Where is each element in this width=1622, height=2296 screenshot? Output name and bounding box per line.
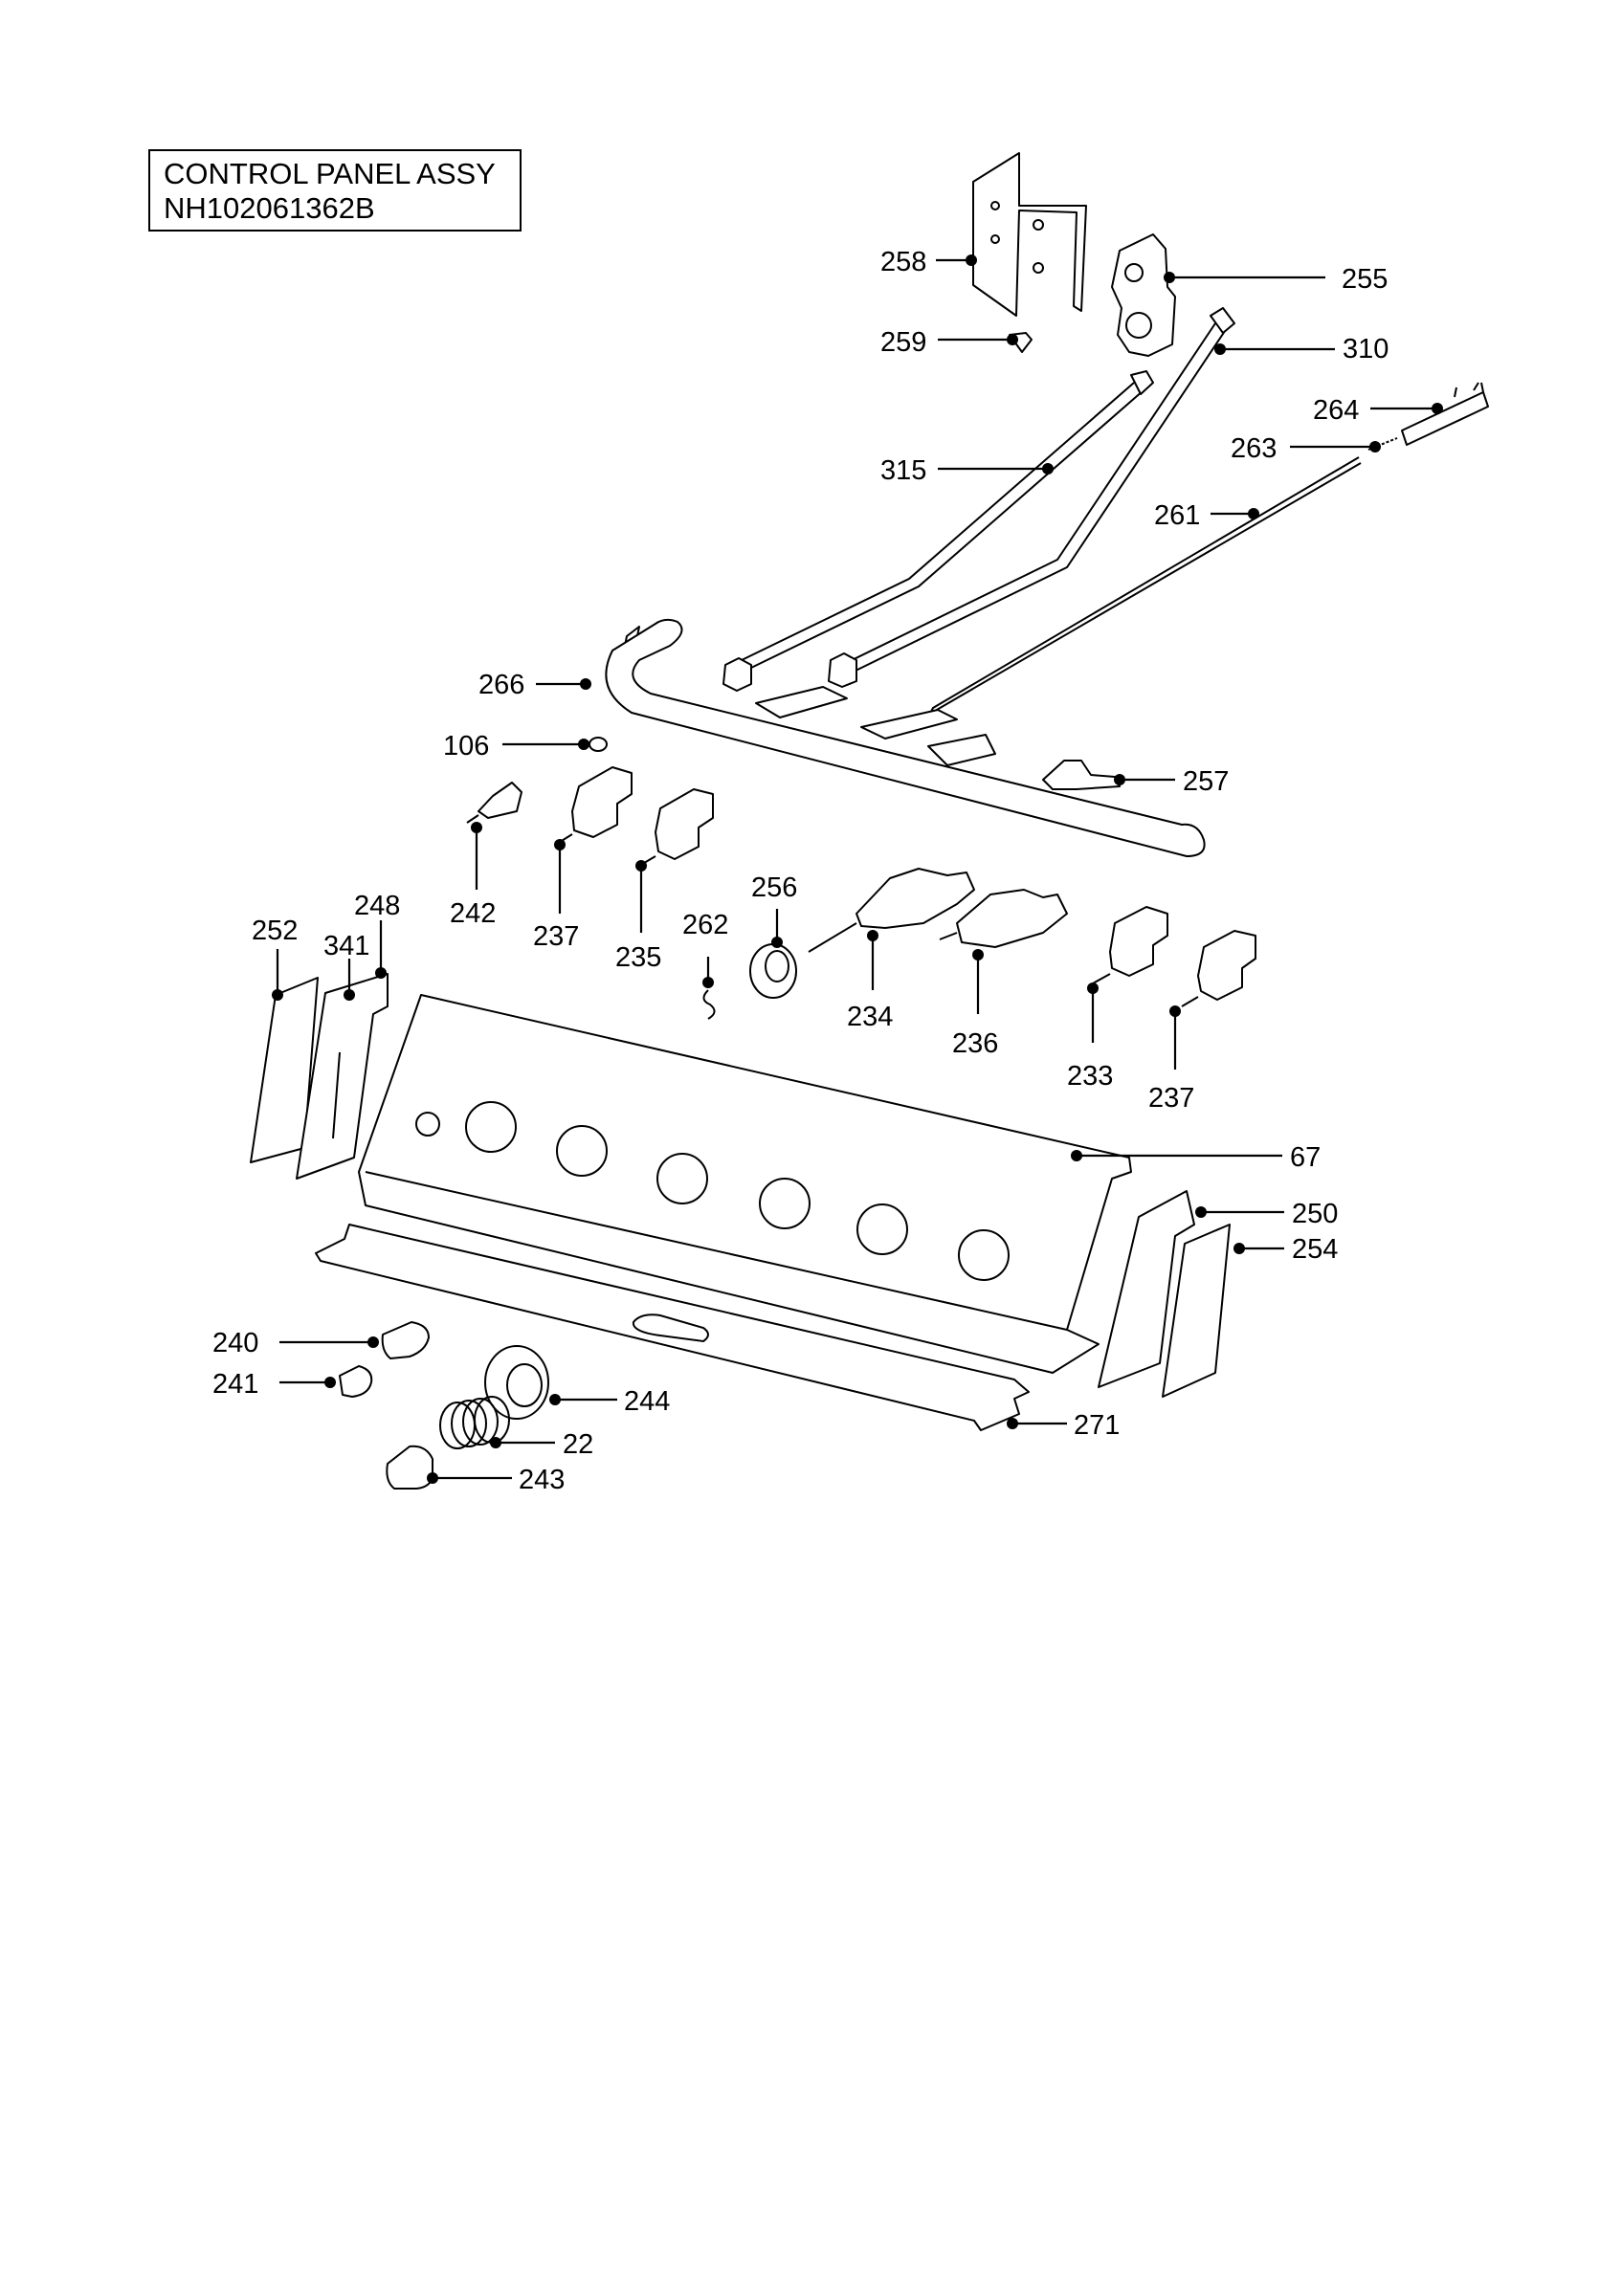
part-67-control-panel — [358, 994, 1132, 1374]
callout-label-256: 256 — [751, 872, 797, 903]
callout-label-241: 241 — [212, 1369, 258, 1400]
callout-234: 234 — [847, 930, 893, 1032]
part-255-valve — [1111, 233, 1176, 357]
part-254-end-cover-right — [1162, 1224, 1231, 1398]
callout-259: 259 — [880, 327, 1018, 358]
callout-label-248: 248 — [354, 891, 400, 921]
callout-label-262: 262 — [682, 910, 728, 940]
part-237-valve-right — [1181, 930, 1256, 1007]
callout-242: 242 — [450, 822, 496, 929]
callout-label-235: 235 — [615, 942, 661, 973]
callout-264: 264 — [1313, 395, 1443, 426]
part-106-oring — [589, 737, 608, 752]
callout-67: 67 — [1071, 1142, 1321, 1173]
callout-243: 243 — [427, 1465, 565, 1495]
callout-257: 257 — [1114, 766, 1229, 797]
part-261-263-264-rod — [927, 382, 1489, 717]
callout-label-259: 259 — [880, 327, 926, 358]
callout-label-67: 67 — [1290, 1142, 1321, 1173]
callout-label-22: 22 — [563, 1429, 593, 1460]
callout-label-252: 252 — [252, 916, 298, 946]
callout-label-310: 310 — [1343, 334, 1389, 364]
part-234-valve — [808, 868, 975, 953]
callout-240: 240 — [212, 1328, 379, 1358]
part-242-valve — [466, 782, 522, 824]
callout-256: 256 — [751, 872, 797, 948]
callout-label-237b: 237 — [1148, 1083, 1194, 1114]
callout-label-261: 261 — [1154, 500, 1200, 531]
part-250-end-bracket-right — [1098, 1190, 1195, 1388]
callout-label-240: 240 — [212, 1328, 258, 1358]
part-266-gas-manifold — [605, 618, 1206, 857]
assembly-code: NH102061362B — [164, 191, 375, 225]
part-257-clip — [1042, 760, 1121, 790]
callout-261: 261 — [1154, 500, 1259, 531]
callout-341: 341 — [323, 931, 369, 1001]
callout-252: 252 — [252, 916, 298, 1001]
callout-label-266: 266 — [478, 670, 524, 700]
callout-258: 258 — [880, 247, 977, 277]
callout-label-315: 315 — [880, 455, 926, 486]
callout-237a: 237 — [533, 839, 579, 952]
part-241-knob — [339, 1365, 373, 1398]
callout-262: 262 — [682, 910, 728, 988]
part-233-valve — [1092, 906, 1168, 984]
callout-label-271: 271 — [1074, 1410, 1120, 1441]
callout-315: 315 — [880, 455, 1054, 486]
callout-248: 248 — [354, 891, 400, 979]
part-236-valve — [939, 889, 1068, 948]
callout-244: 244 — [549, 1386, 670, 1417]
callout-236: 236 — [952, 949, 998, 1059]
part-237-valve-left — [556, 766, 633, 845]
callout-label-242: 242 — [450, 898, 496, 929]
callout-label-257: 257 — [1183, 766, 1229, 797]
part-258-bracket — [972, 152, 1087, 317]
callout-label-243: 243 — [519, 1465, 565, 1495]
callout-label-254: 254 — [1292, 1234, 1338, 1265]
callout-label-250: 250 — [1292, 1199, 1338, 1229]
callout-label-106: 106 — [443, 731, 489, 762]
callout-label-233: 233 — [1067, 1061, 1113, 1092]
callout-label-237a: 237 — [533, 921, 579, 952]
callout-106: 106 — [443, 731, 589, 762]
callout-235: 235 — [615, 860, 661, 973]
diagram-title-box: CONTROL PANEL ASSY NH102061362B — [148, 149, 522, 232]
callout-label-341: 341 — [323, 931, 369, 961]
part-271-trim-strip — [315, 1224, 1030, 1431]
part-235-valve — [638, 788, 714, 867]
callout-250: 250 — [1195, 1199, 1338, 1229]
part-248-end-bracket-left — [296, 973, 389, 1180]
callout-266: 266 — [478, 670, 591, 700]
callout-label-244: 244 — [624, 1386, 670, 1417]
callout-label-264: 264 — [1313, 395, 1359, 426]
assembly-name: CONTROL PANEL ASSY — [164, 157, 496, 190]
part-240-knob — [381, 1321, 430, 1359]
callout-263: 263 — [1231, 433, 1381, 464]
callout-label-258: 258 — [880, 247, 926, 277]
part-243-knob — [386, 1445, 433, 1490]
callout-271: 271 — [1007, 1410, 1120, 1441]
part-310-315-pipes — [722, 307, 1235, 692]
callout-233: 233 — [1067, 982, 1113, 1092]
callout-310: 310 — [1214, 334, 1389, 364]
callout-label-234: 234 — [847, 1002, 893, 1032]
callout-label-236: 236 — [952, 1028, 998, 1059]
callout-255: 255 — [1164, 264, 1388, 295]
part-256-knob-insert — [749, 943, 797, 999]
callout-254: 254 — [1233, 1234, 1338, 1265]
callout-label-255: 255 — [1342, 264, 1388, 295]
part-262-clip — [702, 989, 716, 1020]
callout-label-263: 263 — [1231, 433, 1277, 464]
callout-241: 241 — [212, 1369, 336, 1400]
callout-22: 22 — [490, 1429, 593, 1460]
callout-237b: 237 — [1148, 1005, 1194, 1114]
